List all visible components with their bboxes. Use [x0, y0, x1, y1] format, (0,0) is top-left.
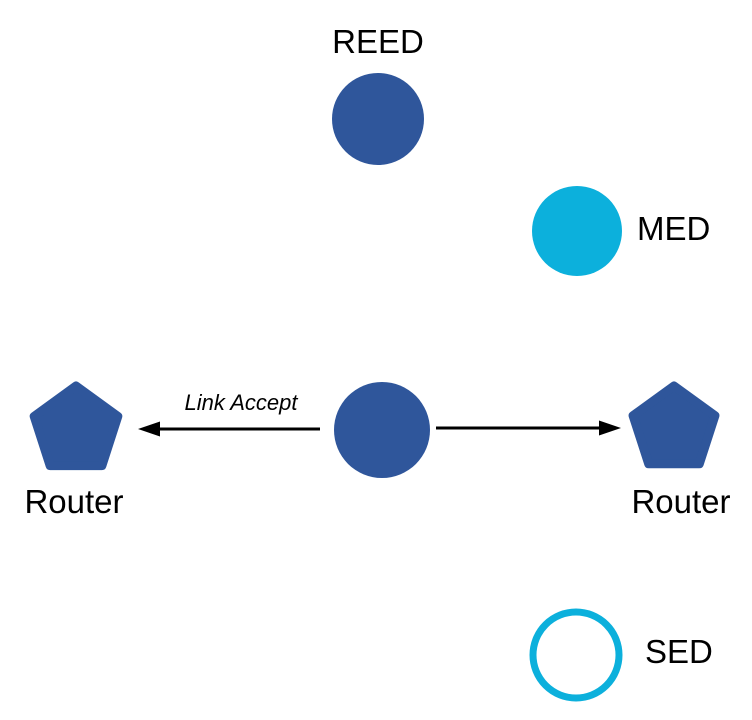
link-accept-edge-label: Link Accept [184, 389, 298, 415]
left-arrowhead [138, 421, 160, 437]
med-node-label: MED [637, 209, 711, 247]
right-arrowhead [599, 420, 621, 436]
router-left-pentagon [29, 381, 123, 471]
router-right-pentagon [628, 381, 720, 469]
center-node-circle [334, 382, 430, 478]
med-node-circle [532, 186, 622, 276]
router-left-label: Router [24, 482, 124, 520]
router-right-label: Router [631, 482, 731, 520]
sed-node-circle [529, 608, 623, 702]
reed-node-circle [332, 73, 424, 165]
reed-node-label: REED [332, 22, 424, 60]
sed-node-label: SED [645, 632, 713, 670]
